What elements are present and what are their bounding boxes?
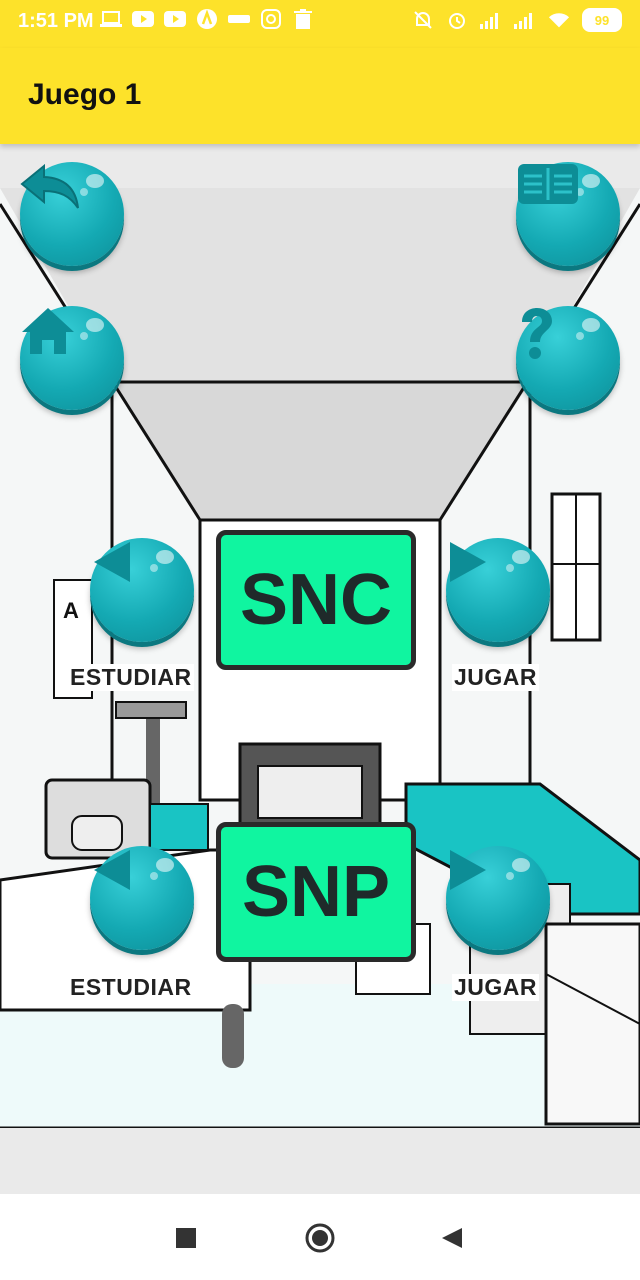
snp-play-label: JUGAR	[452, 974, 540, 1001]
play-right-icon	[450, 542, 486, 582]
snc-tile[interactable]: SNC	[216, 530, 416, 670]
snp-study-button[interactable]	[90, 846, 194, 950]
button-shine	[506, 564, 514, 572]
help-button[interactable]	[516, 306, 620, 410]
snc-play-label: JUGAR	[452, 664, 540, 691]
button-shine	[582, 174, 600, 188]
youtube-icon	[164, 8, 186, 30]
square-icon	[176, 1228, 196, 1248]
signal-icon	[480, 9, 502, 31]
button-shine	[512, 550, 530, 564]
button-shine	[150, 564, 158, 572]
snp-tile[interactable]: SNP	[216, 822, 416, 962]
circle-icon	[305, 1223, 335, 1253]
button-shine	[576, 332, 584, 340]
button-shine	[80, 188, 88, 196]
status-bar: 1:51 PM	[0, 0, 640, 48]
status-right-icons: 99	[412, 8, 622, 32]
instagram-icon	[260, 8, 282, 30]
home-nav-button[interactable]	[302, 1220, 338, 1256]
play-left-icon	[94, 850, 130, 890]
button-shine	[156, 858, 174, 872]
app-bar: Juego 1	[0, 48, 640, 144]
triangle-back-icon	[442, 1228, 462, 1248]
snp-play-button[interactable]	[446, 846, 550, 950]
laptop-icon	[100, 8, 122, 30]
status-left-icons	[100, 8, 314, 30]
snc-play-button[interactable]	[446, 538, 550, 642]
button-shine	[576, 188, 584, 196]
snc-study-button[interactable]	[90, 538, 194, 642]
home-button[interactable]	[20, 306, 124, 410]
button-shine	[150, 872, 158, 880]
button-shine	[156, 550, 174, 564]
back-nav-button[interactable]	[434, 1220, 470, 1256]
play-right-icon	[450, 850, 486, 890]
book-button[interactable]	[516, 162, 620, 266]
button-shine	[512, 858, 530, 872]
button-shine	[582, 318, 600, 332]
question-icon	[522, 308, 552, 359]
status-time: 1:51 PM	[18, 10, 94, 32]
button-shine	[80, 332, 88, 340]
page-title: Juego 1	[28, 78, 142, 111]
button-shine	[86, 318, 104, 332]
back-button[interactable]	[20, 162, 124, 266]
play-left-icon	[94, 542, 130, 582]
home-icon	[22, 308, 74, 354]
book-icon	[518, 164, 578, 204]
snc-study-label: ESTUDIAR	[68, 664, 194, 691]
button-shine	[86, 174, 104, 188]
alarm-icon	[446, 9, 468, 31]
system-nav-bar	[0, 1194, 640, 1280]
bell-off-icon	[412, 9, 434, 31]
arrow-app-icon	[196, 8, 218, 30]
wifi-icon	[548, 9, 570, 31]
battery-indicator: 99	[582, 8, 622, 32]
back-arrow-icon	[20, 163, 79, 209]
office365-icon	[228, 8, 250, 30]
trash-icon	[292, 8, 314, 30]
svg-text:A: A	[63, 598, 79, 623]
snp-study-label: ESTUDIAR	[68, 974, 194, 1001]
clinic-illustration: A	[0, 188, 640, 1194]
button-shine	[506, 872, 514, 880]
signal-icon	[514, 9, 536, 31]
recents-button[interactable]	[168, 1220, 204, 1256]
clinic-scene: A	[0, 144, 640, 1194]
youtube-icon	[132, 8, 154, 30]
